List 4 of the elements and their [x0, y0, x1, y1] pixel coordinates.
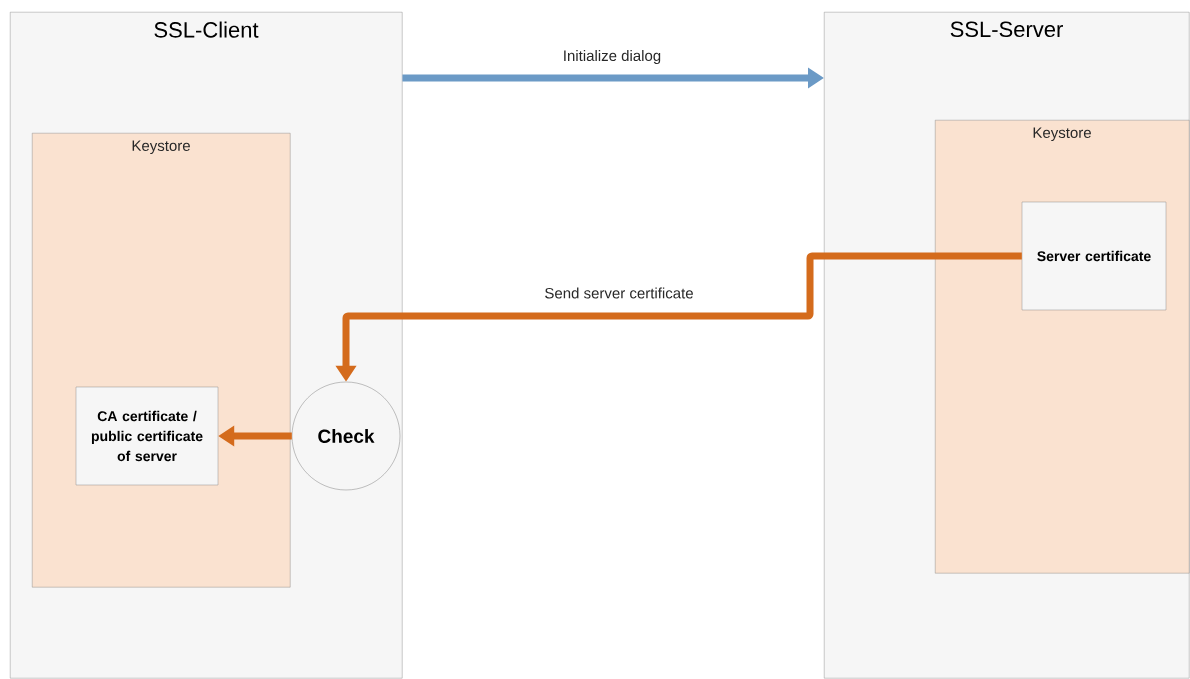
certificate-box: Server certificate [1021, 201, 1167, 311]
edge-label: Initialize dialog [561, 49, 663, 65]
edge-label: Send server certificate [543, 286, 695, 300]
certificate-box: CA certificate / public certificate of server [75, 386, 219, 486]
